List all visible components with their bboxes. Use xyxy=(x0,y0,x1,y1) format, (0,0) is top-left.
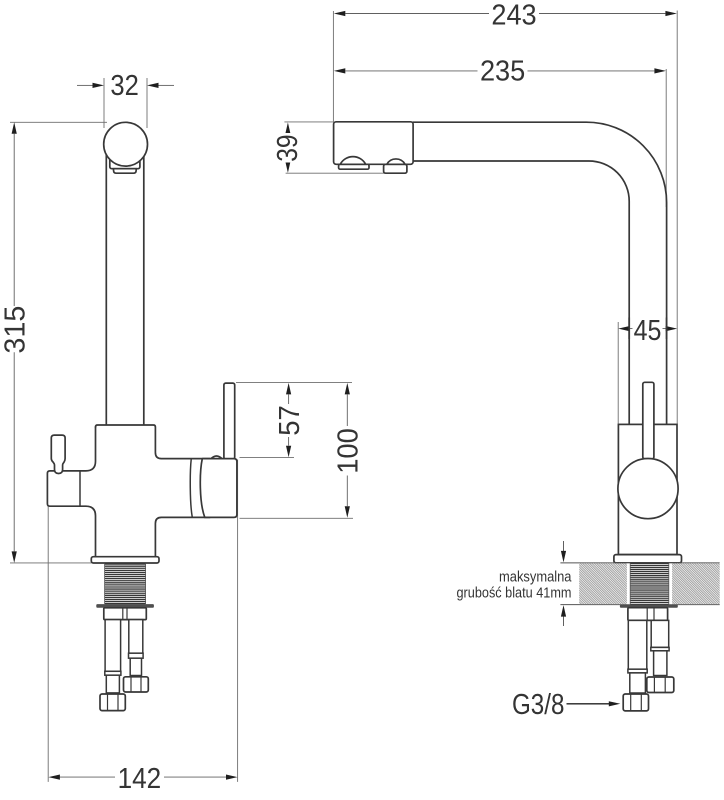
svg-text:45: 45 xyxy=(634,315,662,347)
svg-text:39: 39 xyxy=(272,134,304,161)
svg-text:maksymalna: maksymalna xyxy=(499,568,572,585)
svg-text:G3/8: G3/8 xyxy=(512,689,564,721)
svg-text:142: 142 xyxy=(118,763,162,795)
svg-text:235: 235 xyxy=(480,56,525,88)
svg-text:grubość blatu 41mm: grubość blatu 41mm xyxy=(457,585,572,602)
svg-text:57: 57 xyxy=(274,405,306,436)
svg-text:100: 100 xyxy=(333,428,365,474)
svg-text:32: 32 xyxy=(110,70,138,102)
svg-text:315: 315 xyxy=(0,306,32,354)
svg-text:243: 243 xyxy=(491,0,536,31)
